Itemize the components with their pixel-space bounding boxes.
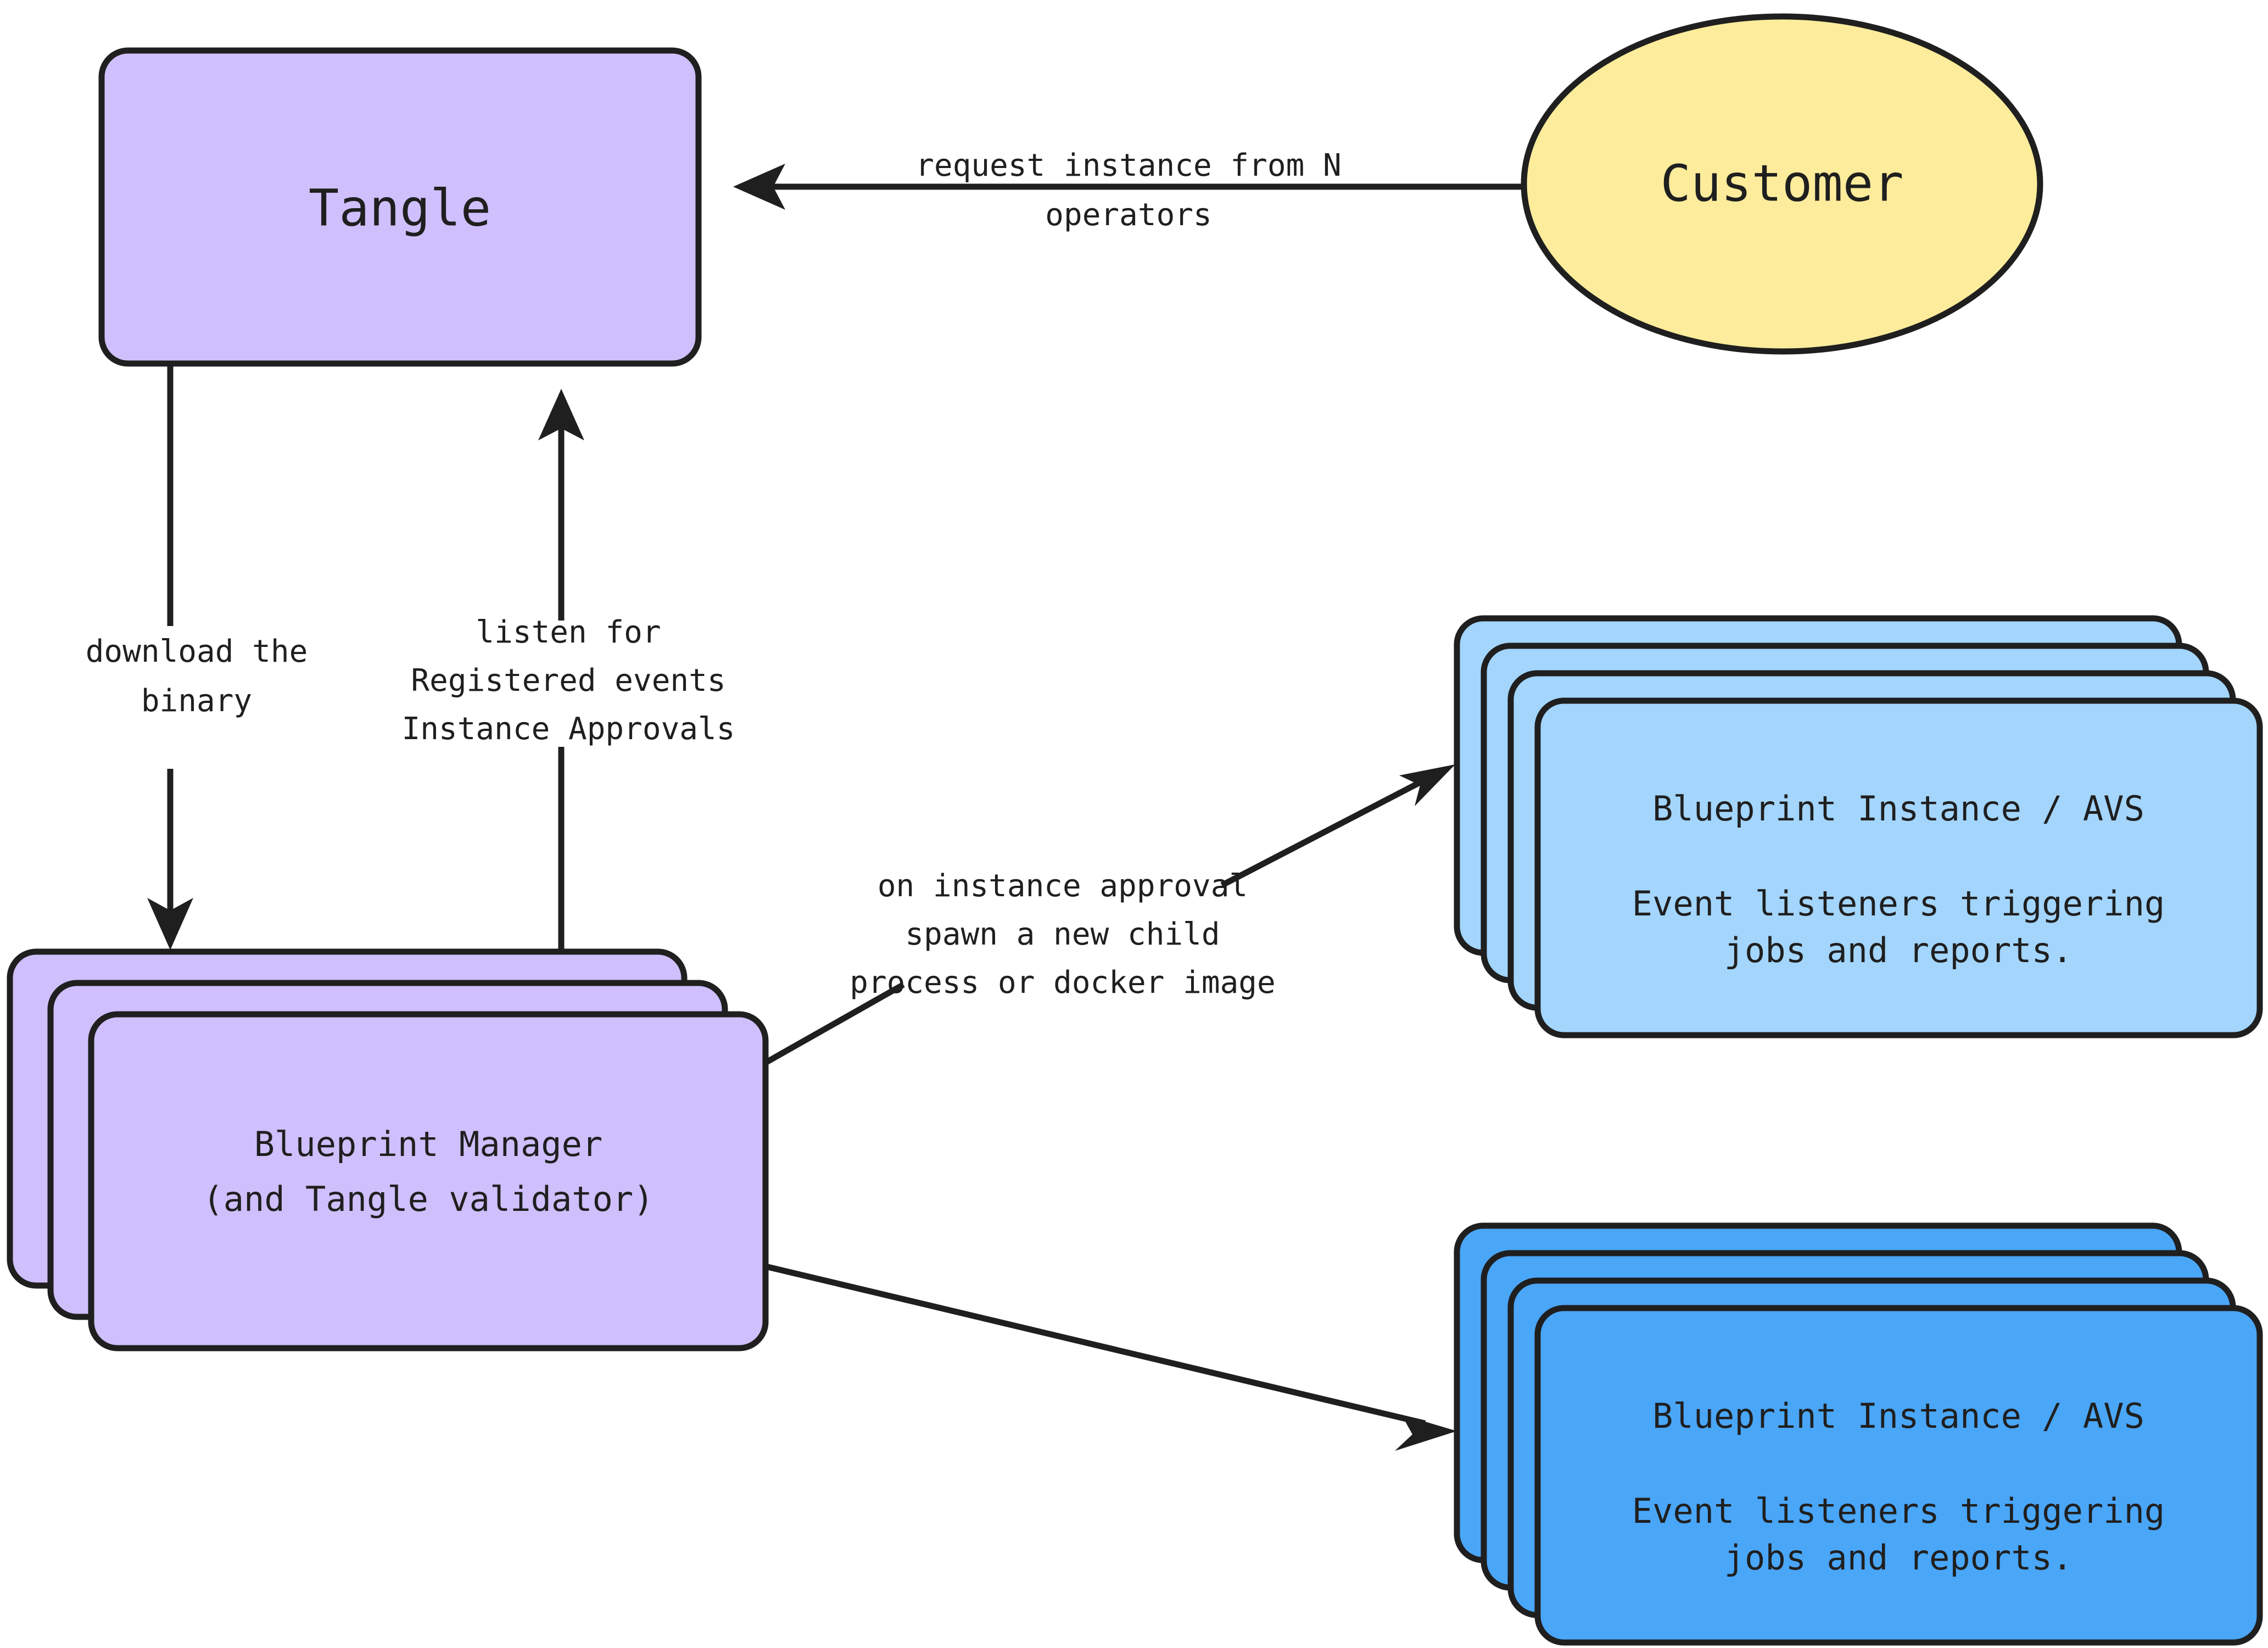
edge-label-manager-to-tangle-line2: Registered events: [411, 663, 725, 699]
node-customer[interactable]: Customer: [1521, 13, 2043, 355]
edge-label-manager-to-tangle-line1: listen for: [476, 614, 661, 650]
edge-label-tangle-to-manager-line2: binary: [141, 683, 252, 719]
edge-tangle-to-manager-arrowhead: [147, 898, 193, 950]
customer-label: Customer: [1660, 154, 1903, 213]
edge-manager-to-instance-dark-line: [723, 1253, 1426, 1427]
edge-label-customer-to-tangle-line1: request instance from N: [915, 148, 1341, 183]
edge-label-manager-to-instance-light-line2: spawn a new child: [905, 917, 1220, 952]
edge-label-manager-to-tangle-line3: Instance Approvals: [402, 711, 735, 747]
edge-manager-to-instance-light-seg2: [1220, 777, 1427, 888]
edge-label-manager-to-instance-light: on instance approval spawn a new child p…: [850, 868, 1275, 1001]
edge-manager-to-instance-dark-arrowhead: [1395, 1415, 1457, 1451]
node-blueprint-manager[interactable]: Blueprint Manager (and Tangle validator): [7, 948, 769, 1351]
blueprint-instance-light-title: Blueprint Instance / AVS: [1652, 789, 2144, 829]
edge-label-customer-to-tangle: request instance from N operators: [915, 148, 1341, 233]
blueprint-manager-line2: (and Tangle validator): [203, 1179, 653, 1219]
edge-label-customer-to-tangle-line2: operators: [1045, 197, 1211, 233]
blueprint-instance-light-body-line2: jobs and reports.: [1724, 930, 2073, 970]
edge-label-manager-to-tangle: listen for Registered events Instance Ap…: [402, 614, 735, 747]
edge-manager-to-instance-dark: [723, 1253, 1457, 1451]
edge-manager-to-tangle: [538, 389, 584, 950]
customer-ellipse[interactable]: [1521, 13, 2043, 355]
tangle-box[interactable]: [98, 47, 702, 367]
edge-label-manager-to-instance-light-line3: process or docker image: [850, 965, 1275, 1001]
node-tangle[interactable]: Tangle: [98, 47, 702, 367]
edge-label-manager-to-instance-light-line1: on instance approval: [878, 868, 1248, 904]
blueprint-instance-dark-body-line2: jobs and reports.: [1724, 1538, 2073, 1578]
blueprint-instance-light-body-line1: Event listeners triggering: [1632, 884, 2165, 924]
blueprint-manager-line1: Blueprint Manager: [254, 1124, 603, 1164]
edge-manager-to-instance-light-arrowhead: [1399, 764, 1455, 806]
edge-label-tangle-to-manager: download the binary: [86, 634, 308, 719]
blueprint-manager-card-front[interactable]: [88, 1011, 769, 1351]
edge-customer-to-tangle-arrowhead: [733, 164, 785, 210]
tangle-label: Tangle: [309, 178, 491, 237]
node-blueprint-instance-dark[interactable]: Blueprint Instance / AVS Event listeners…: [1454, 1222, 2263, 1646]
blueprint-instance-dark-card-front[interactable]: [1534, 1305, 2263, 1646]
blueprint-instance-dark-title: Blueprint Instance / AVS: [1652, 1396, 2144, 1436]
edge-manager-to-tangle-arrowhead: [538, 389, 584, 440]
edge-customer-to-tangle: [733, 164, 1532, 210]
edge-tangle-to-manager: [147, 366, 193, 950]
blueprint-instance-dark-body-line1: Event listeners triggering: [1632, 1491, 2165, 1531]
edge-label-tangle-to-manager-line1: download the: [86, 634, 308, 669]
blueprint-instance-light-card-front[interactable]: [1534, 697, 2263, 1038]
node-blueprint-instance-light[interactable]: Blueprint Instance / AVS Event listeners…: [1454, 615, 2263, 1038]
